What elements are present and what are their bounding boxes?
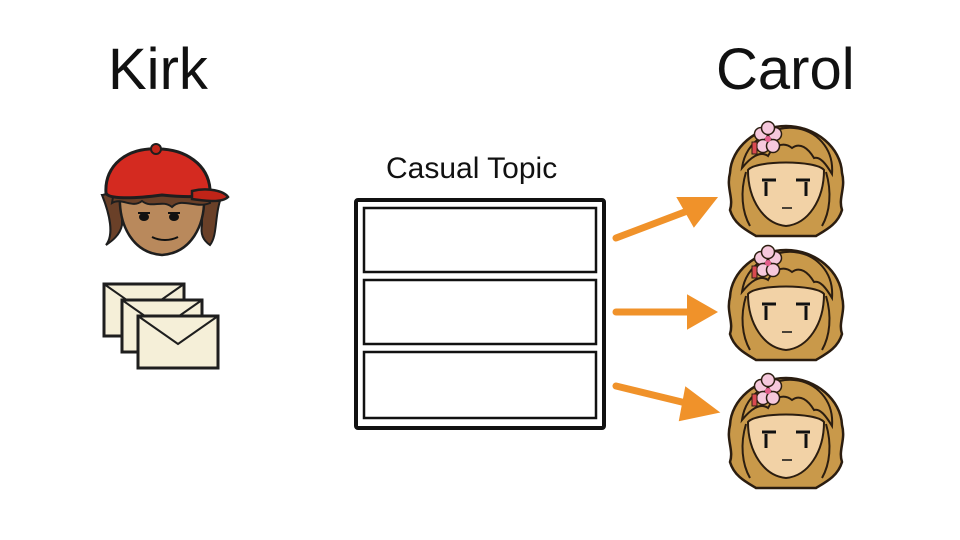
arrows [612, 197, 721, 422]
carol-avatar-icon [727, 244, 845, 362]
topic-label: Casual Topic [386, 152, 558, 185]
partition-3 [362, 350, 598, 420]
sender-name: Kirk [108, 37, 208, 102]
topic-box [354, 198, 606, 430]
carol-avatar-icon [727, 120, 845, 238]
partition-2 [362, 278, 598, 346]
arrow-icon [612, 197, 719, 242]
carol-avatar-icon [727, 372, 845, 490]
kirk-avatar-icon [100, 143, 230, 257]
envelope-stack-icon [102, 282, 220, 370]
receiver-name: Carol [716, 37, 855, 102]
arrow-icon [612, 294, 719, 330]
partition-1 [362, 206, 598, 274]
arrow-icon [612, 382, 721, 422]
